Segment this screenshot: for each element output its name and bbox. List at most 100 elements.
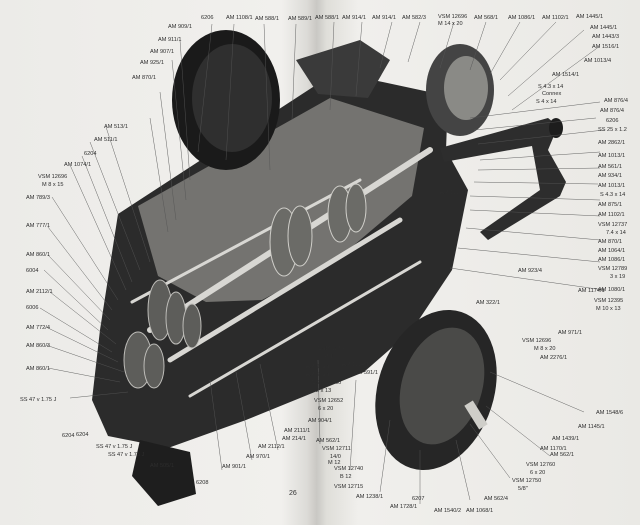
callout-label: AM 1102/1 [598,212,625,218]
callout-label: AM 511/1 [94,137,118,143]
callout-label: S 4.3 x 14 [600,192,626,198]
callout-label: AM 904/1 [308,418,332,424]
callout-label: AM 934/1 [598,173,622,179]
callout-label: AM 969/1 [306,364,330,370]
callout-label: AM 588/1 [315,15,339,21]
callout-label: VSM 12750 [512,478,542,484]
callout-label: AM 860/3 [26,343,50,349]
callout-label: VSM 12395 [594,298,624,304]
callout-label: VSM 12696 [38,174,68,180]
callout-label: AM 870/1 [598,239,622,245]
callout-label: AM 1074/1 [64,162,92,168]
callout-label: 6204 [76,432,89,438]
callout-label: AM 591/1 [354,370,378,376]
callout-label: AM 2112/1 [26,289,53,295]
callout-label: AM 1445/1 [576,14,604,20]
callout-label: AM 1174/1 [578,288,605,294]
callout-label: AM 1102/1 [542,15,569,21]
callout-label: AM 971/1 [558,330,582,336]
callout-label: AM 911/1 [158,37,182,43]
callout-label: 3 x 19 [610,274,626,280]
callout-label: 6206 [201,15,214,21]
callout-label: AM 1170/1 [540,446,567,452]
callout-label: AM 925/1 [140,60,164,66]
callout-label: 6207 [412,496,425,502]
callout-label: AM 970/1 [246,454,270,460]
callout-label: M 10 x 13 [596,306,621,312]
callout-label: Connex [542,91,562,97]
callout-label: AM 589/1 [306,372,330,378]
callout-label: AM 1516/1 [592,44,620,50]
callout-label: AM 876/4 [604,98,628,104]
callout-label: AM 1238/1 [356,494,384,500]
callout-label: AM 1086/1 [598,257,626,263]
callout-label: AM 1514/1 [552,72,580,78]
callout-label: AM 214/1 [282,436,306,442]
callout-label: AM 1439/1 [552,436,580,442]
callout-label: AM 1105/1 [440,190,467,196]
callout-label: M 12 [328,460,341,466]
callout-label: VSM 12696 [318,346,348,352]
callout-label: AM 513/1 [104,124,128,130]
gear-stack-center [269,183,367,277]
callout-label: AM 777/1 [26,223,50,229]
callout-label: AM 1086/1 [508,15,536,21]
leader-lines [39,21,605,504]
callout-label: S 4.3 x 14 [538,84,564,90]
lower-pulley-face [399,327,485,445]
callout-label: AM 909/1 [168,24,192,30]
callout-label: 6204 [62,433,75,439]
callout-label: SS 47 v 1.75 J [20,397,57,403]
callout-label: VSM 12740 [334,466,364,472]
callout-label: 7.4 x 14 [606,230,626,236]
callout-label: AM 562/1 [550,452,574,458]
callout-label: AM 870/1 [132,75,156,81]
callout-label: AM 1145/1 [578,424,605,430]
callout-label: AM 588/1 [255,16,279,22]
callout-label: AM 1445/1 [590,25,618,31]
callout-label: VSM 12760 [312,380,342,386]
callout-label: B 12 [340,474,352,480]
callout-label: SS 47 v 1.75 J [108,452,145,458]
callout-label: 6208 [196,480,209,486]
callout-label: AM 1064/1 [598,248,626,254]
callout-label: 14/0 [330,454,341,460]
callout-label: AM 1068/1 [466,508,494,514]
callout-label: AM 2276/1 [540,355,568,361]
callout-label: 6006 [26,305,39,311]
page-number: 26 [289,490,297,497]
callout-label: AM 561/1 [598,164,622,170]
callout-label: AM 2112/1 [258,444,285,450]
callout-label: 5/8" [518,486,528,492]
callout-label: VSM 12711 [322,446,351,452]
callout-label: 2 x 13 [316,388,332,394]
callout-label: AM 589/1 [288,16,312,22]
housing-cover-plate [138,98,424,302]
callout-label: AM 568/1 [474,15,498,21]
callout-label: M 12 [324,354,337,360]
callout-label: AM 1080/1 [598,287,626,293]
callout-label: VSM 12760 [526,462,556,468]
callout-label: VSM 12789 [598,266,628,272]
callout-label: AM 582/3 [402,15,426,21]
callout-label: AM 772/4 [26,325,50,331]
callout-label: 6204 [84,151,97,157]
callout-label: AM 562/1 [316,438,340,444]
callout-label: AM 2862/1 [598,140,626,146]
callout-label: AM 322/1 [476,300,500,306]
callout-label: 6206 [606,118,619,124]
callout-label: 6004 [26,268,39,274]
hand-crank [440,118,566,240]
callout-label: AM 907/1 [150,49,174,55]
callout-label: AM 860/1 [26,366,50,372]
callout-label: VSM 12652 [314,398,344,404]
gear-stack-left [123,279,202,389]
callout-label: SS 25 x 1.2 [598,127,627,133]
crank-knob [549,118,563,138]
callout-label: AM 2111/1 [284,428,311,434]
callout-label: AM 1540/2 [434,508,462,514]
top-flange [296,40,390,98]
callout-label: AM 875/1 [598,202,622,208]
